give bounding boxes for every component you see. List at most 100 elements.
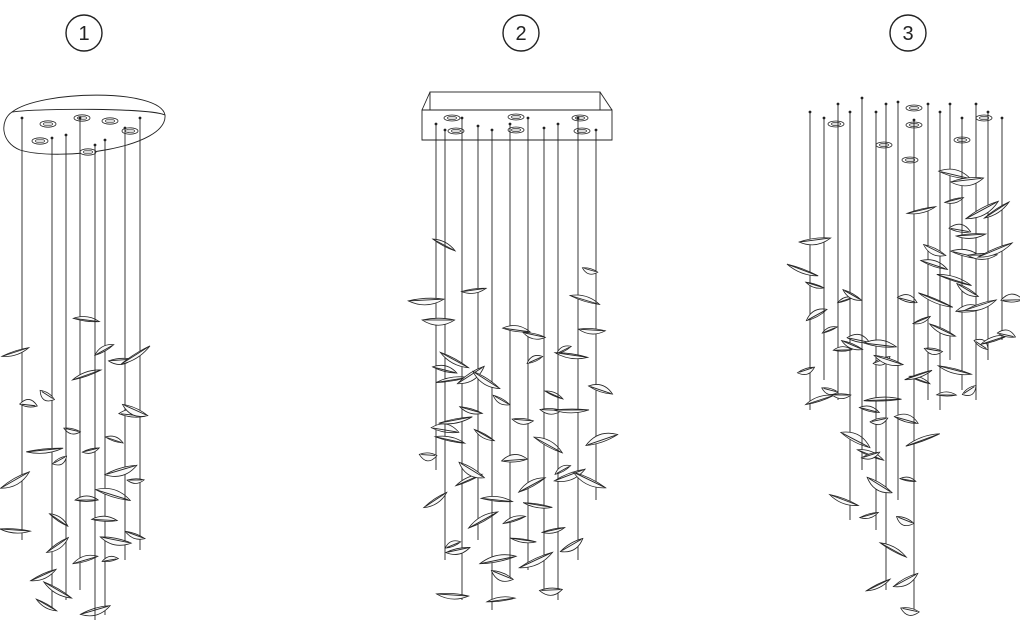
leaf-shade: [538, 587, 564, 596]
leaf-shade: [517, 551, 554, 569]
leaf-shade: [858, 405, 881, 413]
leaf-shade: [94, 487, 132, 501]
leaf-shade: [492, 394, 511, 406]
leaf-shade: [70, 369, 103, 381]
leaf-shade: [48, 513, 69, 527]
option-badge-1: 1: [65, 14, 103, 52]
fixture-1-round-canopy: [3, 94, 166, 156]
leaf-shade: [863, 396, 902, 402]
fixture-3-canopies: [827, 104, 993, 164]
fixture-1-pendants: [0, 116, 151, 620]
leaf-shade: [786, 263, 819, 277]
leaf-shade: [473, 428, 496, 442]
leaf-shade: [438, 416, 473, 425]
leaf-shade: [104, 435, 124, 444]
leaf-shade: [911, 315, 932, 325]
option-number-1: 1: [78, 23, 89, 45]
leaf-shade: [555, 345, 573, 355]
leaf-shade: [956, 282, 980, 297]
leaf-shade: [51, 455, 68, 466]
leaf-shade: [935, 391, 958, 397]
leaf-shade: [79, 605, 112, 617]
leaf-shade: [936, 365, 974, 376]
leaf-shade: [517, 477, 547, 493]
leaf-shade: [976, 242, 1014, 258]
leaf-shade: [63, 427, 82, 435]
leaf-shade: [895, 516, 915, 527]
leaf-shade: [0, 471, 31, 489]
leaf-shade: [961, 385, 977, 396]
fixture-3-pendants: [786, 96, 1020, 616]
leaf-shade: [94, 344, 115, 357]
leaf-shade: [866, 476, 893, 494]
leaf-shade: [522, 502, 553, 509]
leaf-shade: [581, 267, 599, 275]
leaf-shade: [90, 515, 119, 522]
leaf-shade: [553, 408, 590, 414]
leaf-shade: [936, 274, 972, 286]
leaf-shade: [585, 432, 619, 446]
leaf-shade: [501, 325, 531, 333]
option-number-3: 3: [902, 23, 913, 45]
fixture-2-pendants: [407, 116, 619, 610]
leaf-shade: [460, 287, 488, 294]
leaf-shade: [982, 200, 1011, 219]
leaf-shade: [26, 447, 64, 454]
leaf-shade: [821, 387, 839, 395]
leaf-shade: [510, 537, 537, 544]
leaf-shade: [896, 294, 918, 304]
leaf-shade: [864, 578, 892, 592]
leaf-shade: [873, 354, 905, 366]
leaf-shade: [842, 289, 863, 301]
leaf-shade: [511, 417, 535, 425]
leaf-shade: [485, 596, 517, 603]
leaf-shade: [444, 540, 462, 549]
leaf-shade: [587, 384, 614, 395]
leaf-shade: [19, 399, 38, 408]
leaf-shade: [0, 528, 32, 534]
leaf-shade: [798, 237, 832, 246]
leaf-shade: [572, 471, 607, 489]
leaf-shade: [1000, 293, 1020, 303]
leaf-shade: [29, 568, 58, 582]
leaf-shade: [458, 461, 486, 479]
leaf-shade: [39, 389, 56, 402]
leaf-shade: [99, 536, 133, 546]
leaf-shade: [832, 346, 853, 352]
leaf-shade: [72, 554, 99, 565]
leaf-shade: [72, 316, 101, 323]
leaf-shade: [860, 451, 881, 460]
leaf-shade: [900, 607, 920, 616]
leaf-shade: [431, 238, 457, 252]
leaf-shade: [526, 355, 544, 364]
leaf-shade: [892, 572, 919, 588]
leaf-shade: [478, 554, 518, 565]
leaf-shade: [905, 433, 940, 447]
leaf-shade: [831, 393, 852, 400]
leaf-shade: [500, 454, 529, 463]
leaf-shade: [435, 592, 470, 600]
leaf-shade: [948, 223, 972, 233]
leaf-shade: [74, 495, 100, 502]
leaf-shade: [922, 243, 947, 257]
leaf-shade: [923, 347, 944, 355]
leaf-shade: [928, 323, 957, 337]
leaf-shade: [828, 493, 860, 506]
leaf-shade: [964, 200, 1000, 220]
leaf-shade: [418, 452, 438, 462]
leaf-shade: [124, 530, 147, 540]
leaf-shade: [540, 527, 566, 534]
leaf-shade: [804, 281, 826, 289]
leaf-shade: [472, 370, 501, 390]
leaf-shade: [904, 369, 933, 381]
leaf-shade: [863, 339, 898, 348]
leaf-shade: [103, 464, 138, 477]
leaf-shade: [553, 352, 590, 360]
option-badge-3: 3: [889, 14, 927, 52]
leaf-shade: [45, 536, 70, 553]
leaf-shade: [949, 177, 985, 187]
leaf-shade: [577, 328, 607, 335]
leaf-shade: [81, 447, 101, 454]
option-number-2: 2: [515, 23, 526, 45]
